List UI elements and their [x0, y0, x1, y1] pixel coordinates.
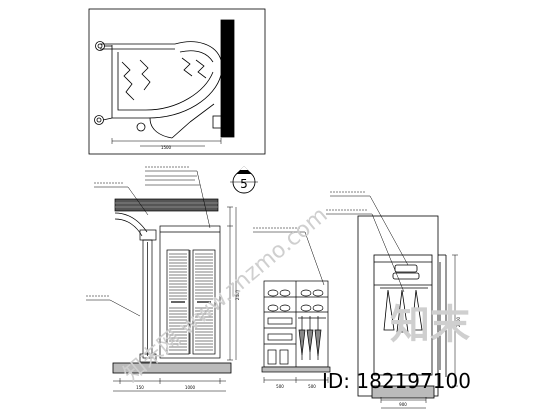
plan-dimension-label: 1500	[161, 145, 172, 150]
plan-wall-right	[220, 19, 235, 138]
watermark-id-text: ID: 182197100	[322, 369, 471, 393]
section-marker	[230, 166, 258, 194]
wardrobe-dim-bottom: 900	[399, 402, 407, 407]
plan-view	[88, 8, 266, 155]
side-cabinet-dim-right: 500	[308, 384, 316, 389]
front-dim-bottom-left: 150	[136, 385, 144, 390]
watermark-logo: 知末	[390, 302, 470, 348]
plan-column-marker	[94, 115, 104, 125]
watermark-site-text: 知末网 www.znzmo.com	[119, 203, 332, 388]
front-elevation	[114, 198, 221, 363]
plan-frame	[88, 8, 266, 155]
front-dim-bottom-right: 1000	[185, 385, 196, 390]
wardrobe-elevation	[326, 191, 458, 409]
wardrobe-dim-right: 2400	[456, 316, 461, 327]
side-cabinet-dim-left: 500	[276, 384, 284, 389]
section-marker-number: 5	[240, 177, 248, 191]
front-dim-right-total: 2400	[235, 289, 240, 300]
front-elevation-floor	[112, 206, 237, 392]
side-cabinet	[253, 227, 331, 383]
front-elevation-louvers	[169, 253, 213, 351]
front-elevation-leaders	[86, 166, 211, 317]
